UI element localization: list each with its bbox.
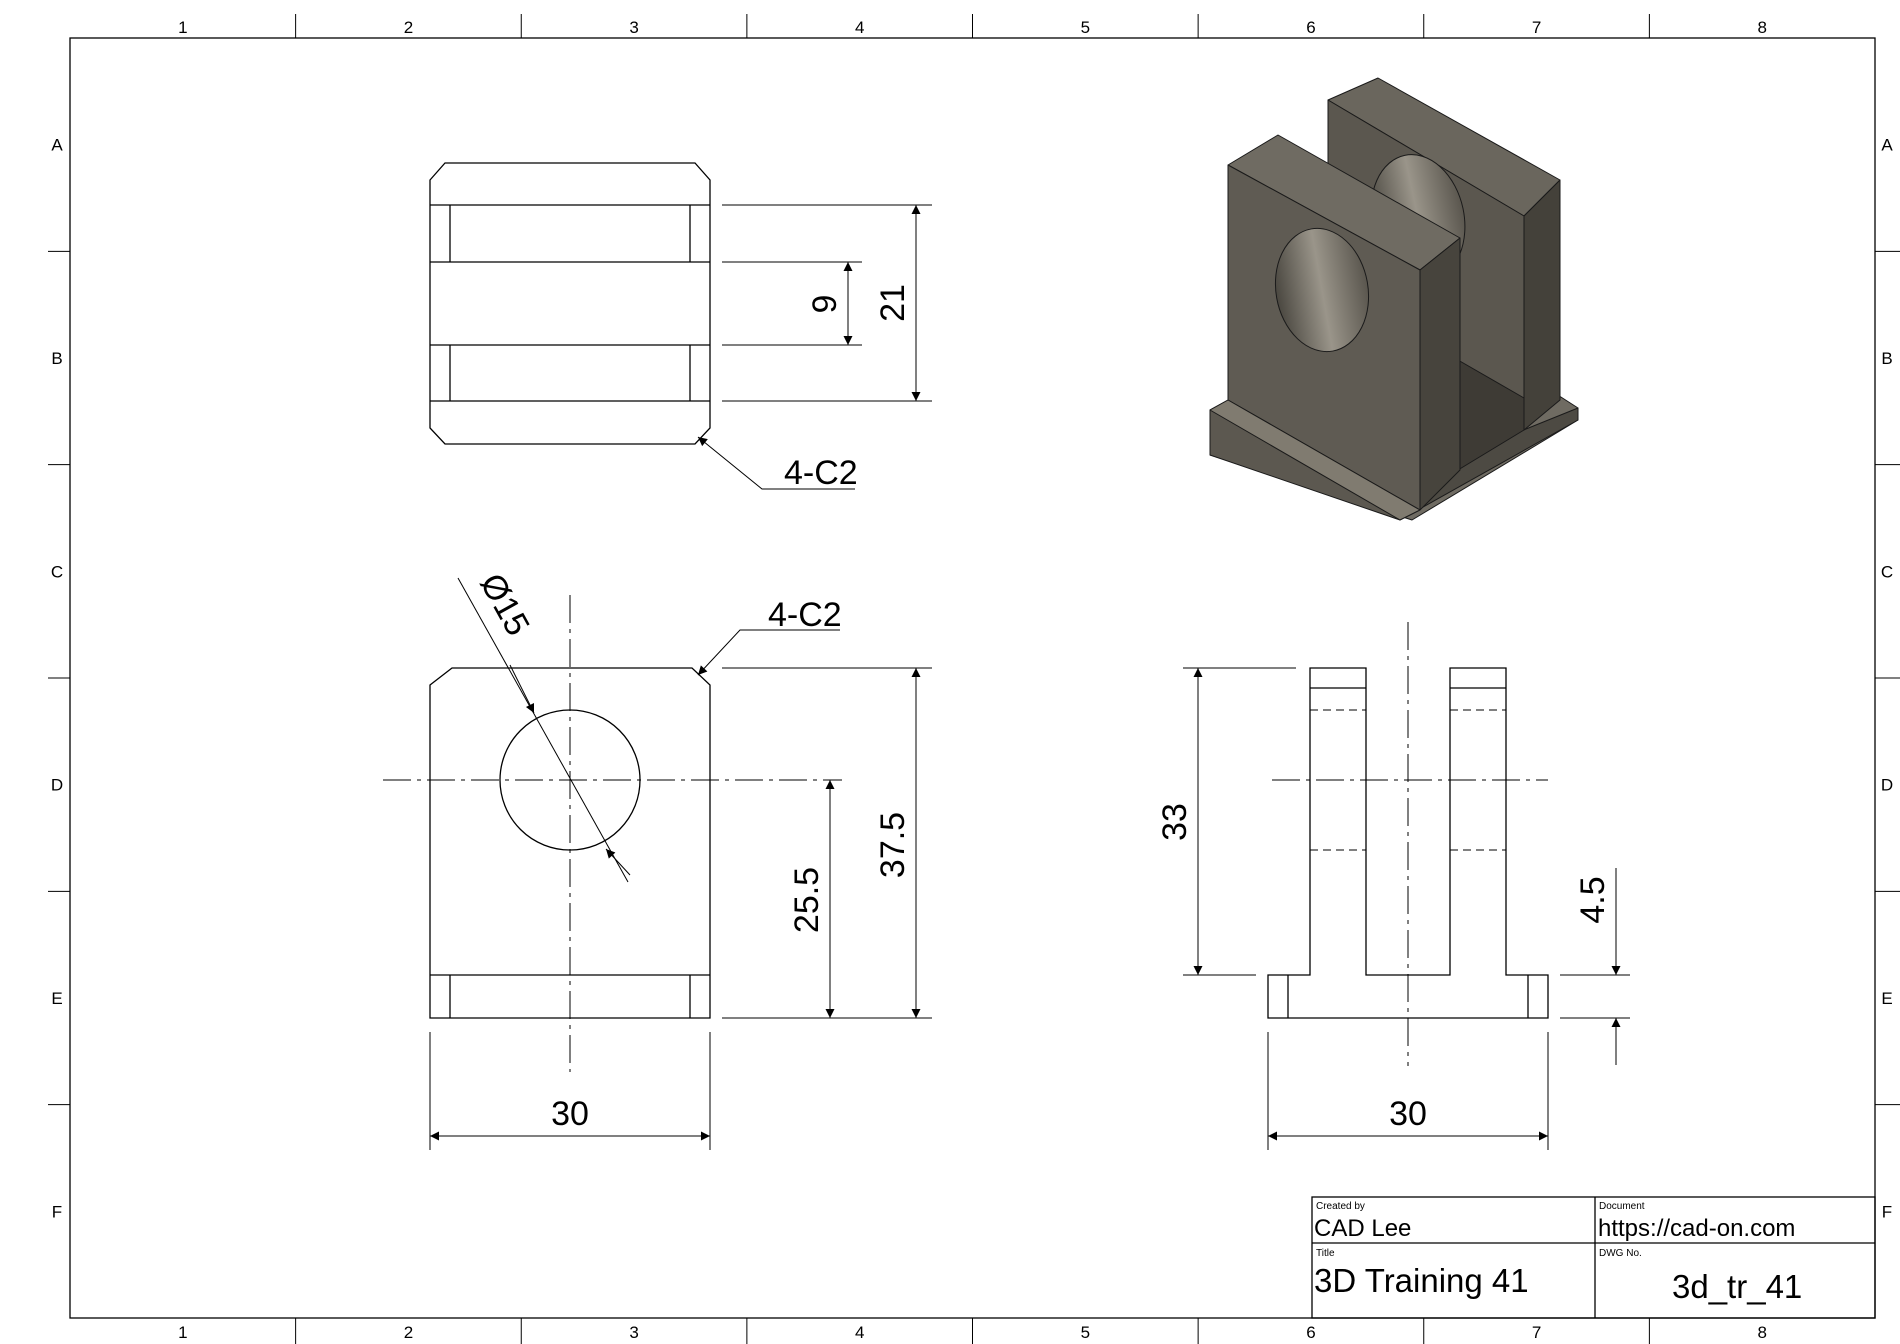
front-chamfer-note: 4-C2 bbox=[768, 596, 842, 634]
row-label-left: F bbox=[52, 1202, 62, 1221]
column-label-top: 3 bbox=[629, 18, 638, 37]
isometric-model bbox=[1209, 77, 1579, 521]
row-label-left: D bbox=[51, 776, 63, 795]
front-view: Ø15 4-C2 25.5 37.5 30 bbox=[383, 567, 932, 1150]
document-value: https://cad-on.com bbox=[1598, 1215, 1795, 1242]
column-label-bottom: 8 bbox=[1757, 1323, 1766, 1342]
column-label-top: 7 bbox=[1532, 18, 1541, 37]
dim-base-thickness: 4.5 bbox=[1574, 876, 1612, 923]
title-value: 3D Training 41 bbox=[1314, 1262, 1529, 1299]
dim-side-height: 33 bbox=[1156, 803, 1194, 841]
column-label-bottom: 3 bbox=[629, 1323, 638, 1342]
top-chamfer-note: 4-C2 bbox=[784, 454, 858, 492]
created-by-value: CAD Lee bbox=[1314, 1215, 1411, 1242]
side-view: 33 4.5 30 bbox=[1156, 622, 1630, 1150]
column-label-bottom: 2 bbox=[404, 1323, 413, 1342]
dwg-no-value: 3d_tr_41 bbox=[1672, 1268, 1802, 1305]
dim-21: 21 bbox=[874, 284, 912, 322]
document-label: Document bbox=[1599, 1201, 1645, 1212]
dim-side-width: 30 bbox=[1389, 1095, 1427, 1133]
top-view: 9 21 4-C2 bbox=[429, 162, 932, 492]
column-label-bottom: 7 bbox=[1532, 1323, 1541, 1342]
dim-hole-diameter: Ø15 bbox=[472, 567, 536, 642]
row-label-left: C bbox=[51, 562, 63, 581]
column-label-top: 2 bbox=[404, 18, 413, 37]
column-label-bottom: 6 bbox=[1306, 1323, 1315, 1342]
row-label-right: B bbox=[1881, 349, 1892, 368]
row-label-right: C bbox=[1881, 562, 1893, 581]
dim-overall-height: 37.5 bbox=[874, 812, 912, 878]
dim-front-width: 30 bbox=[551, 1095, 589, 1133]
row-label-right: A bbox=[1881, 136, 1893, 155]
row-label-left: A bbox=[51, 136, 63, 155]
column-label-bottom: 5 bbox=[1081, 1323, 1090, 1342]
column-label-top: 8 bbox=[1757, 18, 1766, 37]
row-dividers bbox=[48, 250, 1900, 1106]
created-by-label: Created by bbox=[1316, 1201, 1365, 1212]
column-dividers bbox=[295, 14, 1650, 1344]
row-label-left: E bbox=[51, 989, 62, 1008]
title-block: Created by CAD Lee Document https://cad-… bbox=[1311, 1196, 1876, 1319]
dim-9: 9 bbox=[806, 295, 844, 314]
dwg-no-label: DWG No. bbox=[1599, 1248, 1642, 1259]
column-label-top: 5 bbox=[1081, 18, 1090, 37]
title-label: Title bbox=[1316, 1248, 1335, 1259]
column-label-bottom: 1 bbox=[178, 1323, 187, 1342]
column-label-top: 6 bbox=[1306, 18, 1315, 37]
row-label-right: E bbox=[1881, 989, 1892, 1008]
dim-center-height: 25.5 bbox=[788, 867, 826, 933]
column-label-top: 4 bbox=[855, 18, 864, 37]
column-label-top: 1 bbox=[178, 18, 187, 37]
row-label-right: F bbox=[1882, 1202, 1892, 1221]
row-label-right: D bbox=[1881, 776, 1893, 795]
row-label-left: B bbox=[51, 349, 62, 368]
column-label-bottom: 4 bbox=[855, 1323, 864, 1342]
